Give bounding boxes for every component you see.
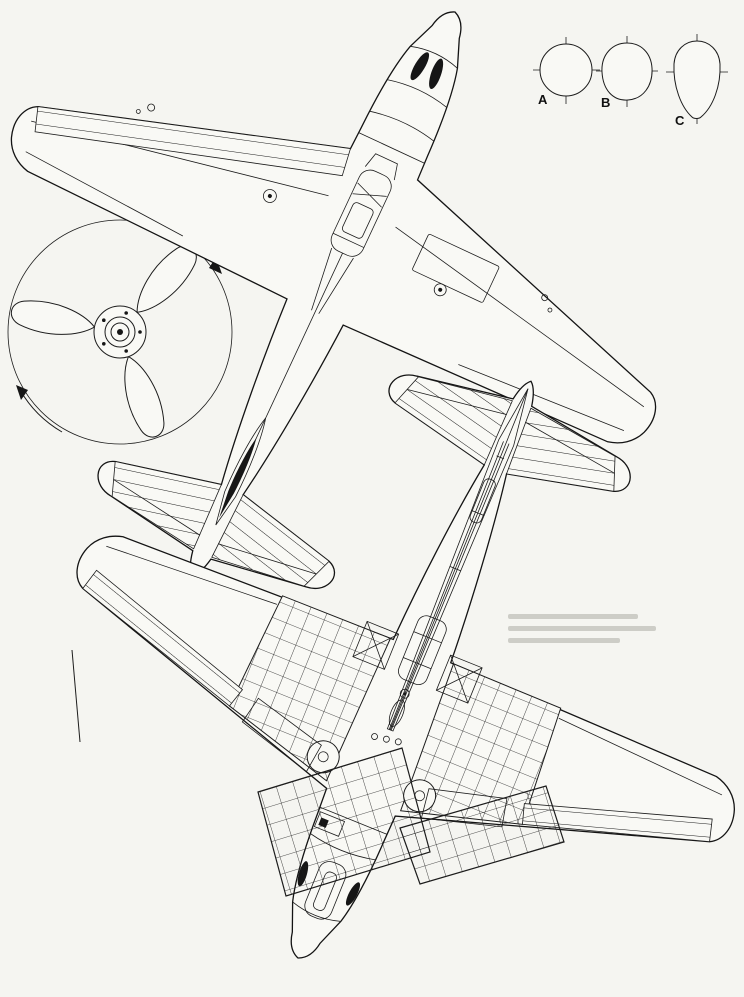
pilot-seat (341, 202, 374, 239)
cross-section-b: B (596, 36, 658, 110)
wing-gun-hatch (412, 233, 500, 303)
aircraft-top-plan-view (0, 0, 744, 725)
fuselage-cross-sections: A B C (533, 34, 728, 128)
cross-section-a: A (533, 37, 600, 107)
tailwheel-doors (469, 478, 496, 524)
tailplane-rib-band-right (211, 494, 330, 587)
propeller-disc-circle (7, 219, 233, 445)
gun-trough-right (429, 58, 444, 90)
x-brace-panel-left (435, 654, 483, 704)
propeller-spinner (93, 305, 147, 359)
gear-door-right (241, 697, 322, 773)
top-view-details (25, 45, 645, 587)
fin-top-filled (219, 437, 257, 518)
cross-section-a-label: A (538, 92, 548, 107)
wheel-well-right (306, 740, 340, 774)
windscreen (364, 153, 398, 181)
exhaust-slot-left (345, 882, 361, 906)
wing-structure-grid-right (228, 595, 392, 782)
gun-trough-left (410, 52, 430, 81)
fin-bottom-outline (386, 388, 529, 732)
fin-fillet (388, 699, 405, 727)
outer-rib-band-right (82, 569, 244, 707)
tailplane-rib-band-left (505, 407, 616, 492)
left-wing-rib-band (34, 106, 351, 177)
rotation-arrow-bottom (16, 385, 63, 433)
cross-section-b-label: B (601, 95, 610, 110)
illegible-caption (508, 614, 656, 643)
flap-structure-callouts (257, 747, 565, 897)
bottom-view-details (82, 376, 723, 922)
flap-grid-panel-left (257, 747, 431, 897)
tailplane-rib-band-right (394, 376, 513, 466)
pitot-mast-line (71, 649, 81, 743)
fin-top-outline (215, 417, 267, 526)
cross-section-c: C (666, 34, 728, 128)
tailplane-rib-band-left (111, 461, 222, 550)
cross-section-c-label: C (675, 113, 685, 128)
x-brace-panel-right (352, 620, 400, 670)
aircraft-bottom-plan-view (0, 248, 744, 997)
flap-grid-panel-right (399, 785, 565, 885)
